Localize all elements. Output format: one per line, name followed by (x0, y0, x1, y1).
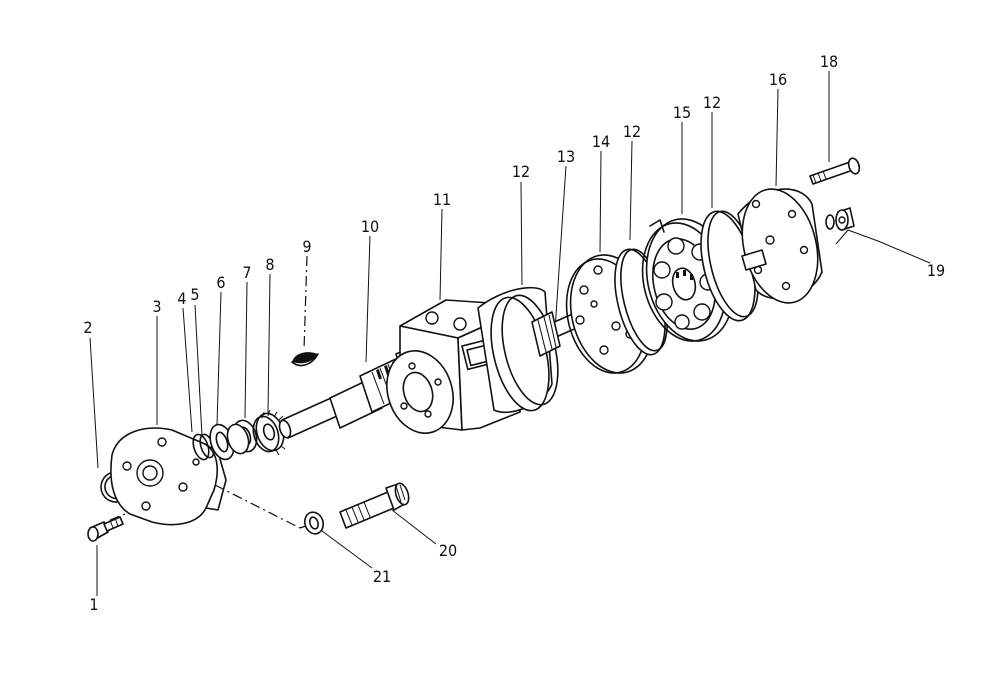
callout-13: 13 (557, 147, 575, 166)
part-7-washer (226, 419, 258, 455)
callout-19: 19 (927, 261, 945, 280)
callout-10: 10 (361, 217, 379, 236)
callout-1: 1 (89, 595, 98, 614)
callout-8: 8 (265, 255, 274, 274)
callout-18: 18 (820, 52, 838, 71)
part-20-cap-screw (339, 482, 410, 529)
part-12-a-ring (477, 286, 559, 414)
callout-labels: 1 2 3 4 5 6 7 8 9 10 11 12 13 14 12 15 1… (83, 52, 945, 614)
part-9-key (291, 352, 319, 367)
callout-7: 7 (242, 263, 251, 282)
part-21-washer (303, 511, 325, 535)
callout-9: 9 (302, 237, 311, 256)
callout-15: 15 (673, 103, 691, 122)
part-18-bolt (809, 157, 861, 185)
callout-21: 21 (373, 567, 391, 586)
callout-11: 11 (433, 190, 451, 209)
callout-12-b: 12 (623, 122, 641, 141)
callout-3: 3 (152, 297, 161, 316)
part-19-nut-washer (825, 207, 855, 231)
callout-4: 4 (177, 289, 186, 308)
part-1-screw (87, 516, 124, 542)
part-16-end-cap (737, 188, 823, 304)
callout-14: 14 (592, 132, 610, 151)
leader-lines (89, 71, 931, 596)
callout-12-a: 12 (512, 162, 530, 181)
callout-2: 2 (83, 318, 92, 337)
callout-12-c: 12 (703, 93, 721, 112)
callout-6: 6 (216, 273, 225, 292)
part-3-flange (110, 427, 227, 526)
callout-5: 5 (190, 285, 199, 304)
callout-16: 16 (769, 70, 787, 89)
callout-20: 20 (439, 541, 457, 560)
part-8-bearing (252, 409, 286, 456)
